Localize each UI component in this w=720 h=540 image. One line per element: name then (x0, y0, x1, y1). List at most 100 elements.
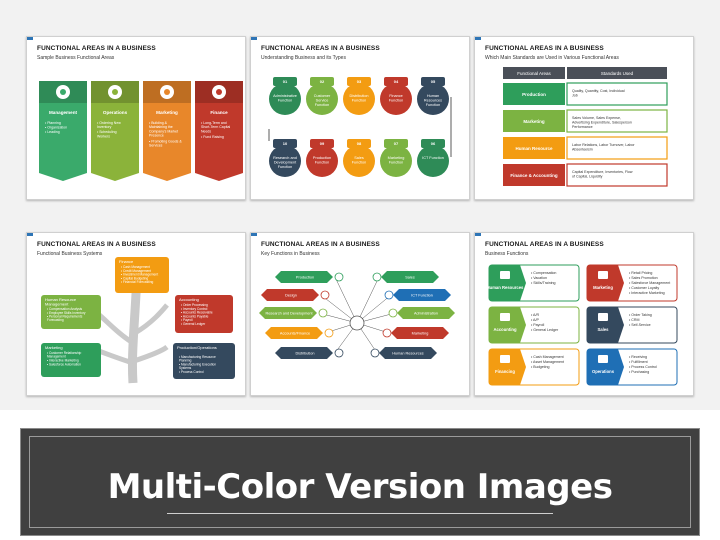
branch (95, 311, 135, 346)
spoke-line (356, 276, 380, 324)
system-box-bullet: • Order Processing (181, 303, 208, 307)
system-box-bullet: • Inventory Control (181, 307, 208, 311)
connector-line (268, 97, 452, 157)
card-bullet: • Customer Loyalty (629, 286, 659, 290)
node-number: 07 (394, 141, 399, 146)
function-icon (318, 308, 328, 318)
card-bullet: • Retail Pricing (629, 271, 652, 275)
slide-title: FUNCTIONAL AREAS IN A BUSINESS (261, 45, 380, 52)
card-tab (587, 349, 624, 385)
system-box-bullet: • General Ledger (181, 322, 206, 326)
system-box (115, 257, 169, 293)
slide-title: FUNCTIONAL AREAS IN A BUSINESS (485, 241, 604, 248)
function-label: ICT Function (411, 294, 433, 298)
function-hexagon (381, 271, 439, 283)
card-bullet: • CRM (629, 318, 639, 322)
slide-subtitle: Key Functions in Business (261, 251, 320, 257)
table-standard-cell (566, 163, 668, 187)
system-box-bullet: • Capital Budgeting (121, 276, 148, 280)
function-label: Distribution (296, 352, 315, 356)
system-box-bullet: • Accounts Payable (181, 314, 209, 318)
system-box-bullet: • Process Control (179, 370, 204, 374)
function-icon (382, 328, 392, 338)
slide-thumbnail-6[interactable]: FUNCTIONAL AREAS IN A BUSINESS Business … (474, 232, 694, 396)
table-area-text: Marketing (523, 119, 545, 124)
node-number-tab (384, 139, 408, 148)
function-hexagon (261, 289, 319, 301)
node-number-tab (421, 77, 445, 86)
function-label: Sales (405, 276, 415, 280)
card-title: Marketing (593, 285, 613, 290)
function-icon (370, 348, 380, 358)
table-standard-cell (566, 136, 668, 160)
card-tab (489, 307, 526, 343)
function-hexagon (393, 289, 451, 301)
table-area-text: Human Resource (515, 146, 553, 151)
card-bullet: • Receiving (629, 355, 647, 359)
business-systems-tree: Finance• Cash Management• Credit Managem… (41, 257, 235, 384)
card-bullet: • Self-Service (629, 323, 651, 327)
card-icon (500, 313, 510, 321)
function-hexagon (379, 347, 437, 359)
system-box-title: Accounting (179, 297, 199, 302)
system-box-title: Marketing (45, 345, 63, 350)
card-tab (489, 349, 526, 385)
node-number-tab (421, 139, 445, 148)
system-box (173, 343, 235, 379)
function-hexagon (265, 327, 323, 339)
slide-thumbnail-2[interactable]: FUNCTIONAL AREAS IN A BUSINESS Understan… (250, 36, 470, 200)
system-box-bullet: • Salesforce Automation (47, 362, 81, 366)
banner-area: Multi-Color Version Images (0, 410, 720, 540)
function-icon (388, 308, 398, 318)
branch (133, 303, 169, 336)
banner-shape (195, 81, 243, 181)
slide-title: FUNCTIONAL AREAS IN A BUSINESS (37, 241, 156, 248)
slide-subtitle: Understanding Business and its Types (261, 55, 346, 61)
card-bullet: • Skills/Training (531, 281, 556, 285)
system-box-title: Production/Operations (177, 345, 217, 350)
title-accent (251, 37, 257, 40)
table-standard-text: Sales Volume, Sales Expense,Advertising … (572, 116, 632, 129)
node-number-tab (347, 77, 371, 86)
table-standard-cell (566, 82, 668, 106)
function-hexagon (397, 307, 455, 319)
node-circle (380, 145, 412, 177)
card-bullet: • Purchasing (629, 370, 649, 374)
node-number: 10 (283, 141, 288, 146)
card-tab (489, 265, 526, 301)
card-icon (500, 355, 510, 363)
card-tab (587, 265, 624, 301)
node-number: 04 (394, 79, 399, 84)
slide-thumbnail-3[interactable]: FUNCTIONAL AREAS IN A BUSINESS Which Mai… (474, 36, 694, 200)
card-icon (500, 271, 510, 279)
banner-shape (143, 81, 191, 181)
slide-thumbnail-5[interactable]: FUNCTIONAL AREAS IN A BUSINESS Key Funct… (250, 232, 470, 396)
node-circle (269, 83, 301, 115)
banner-icon-dot (216, 89, 222, 95)
slide-thumbnail-1[interactable]: FUNCTIONAL AREAS IN A BUSINESS Sample Bu… (26, 36, 246, 200)
system-box (175, 295, 233, 333)
system-box (41, 295, 101, 329)
card-title: Sales (598, 327, 610, 332)
slide-thumbnail-4[interactable]: FUNCTIONAL AREAS IN A BUSINESS Functiona… (26, 232, 246, 396)
table-header-text: Functional Areas (517, 71, 551, 76)
card-title: Human Resources (487, 285, 524, 290)
card-bullet: • Order Taking (629, 313, 652, 317)
node-circle (343, 83, 375, 115)
card-bullet: • A/P (531, 318, 539, 322)
function-label: Administration (414, 312, 438, 316)
banner-label: Marketing (156, 110, 178, 115)
slide-subtitle: Functional Business Systems (37, 251, 103, 257)
system-box-bullet: • Compensation Analysis (47, 307, 83, 311)
